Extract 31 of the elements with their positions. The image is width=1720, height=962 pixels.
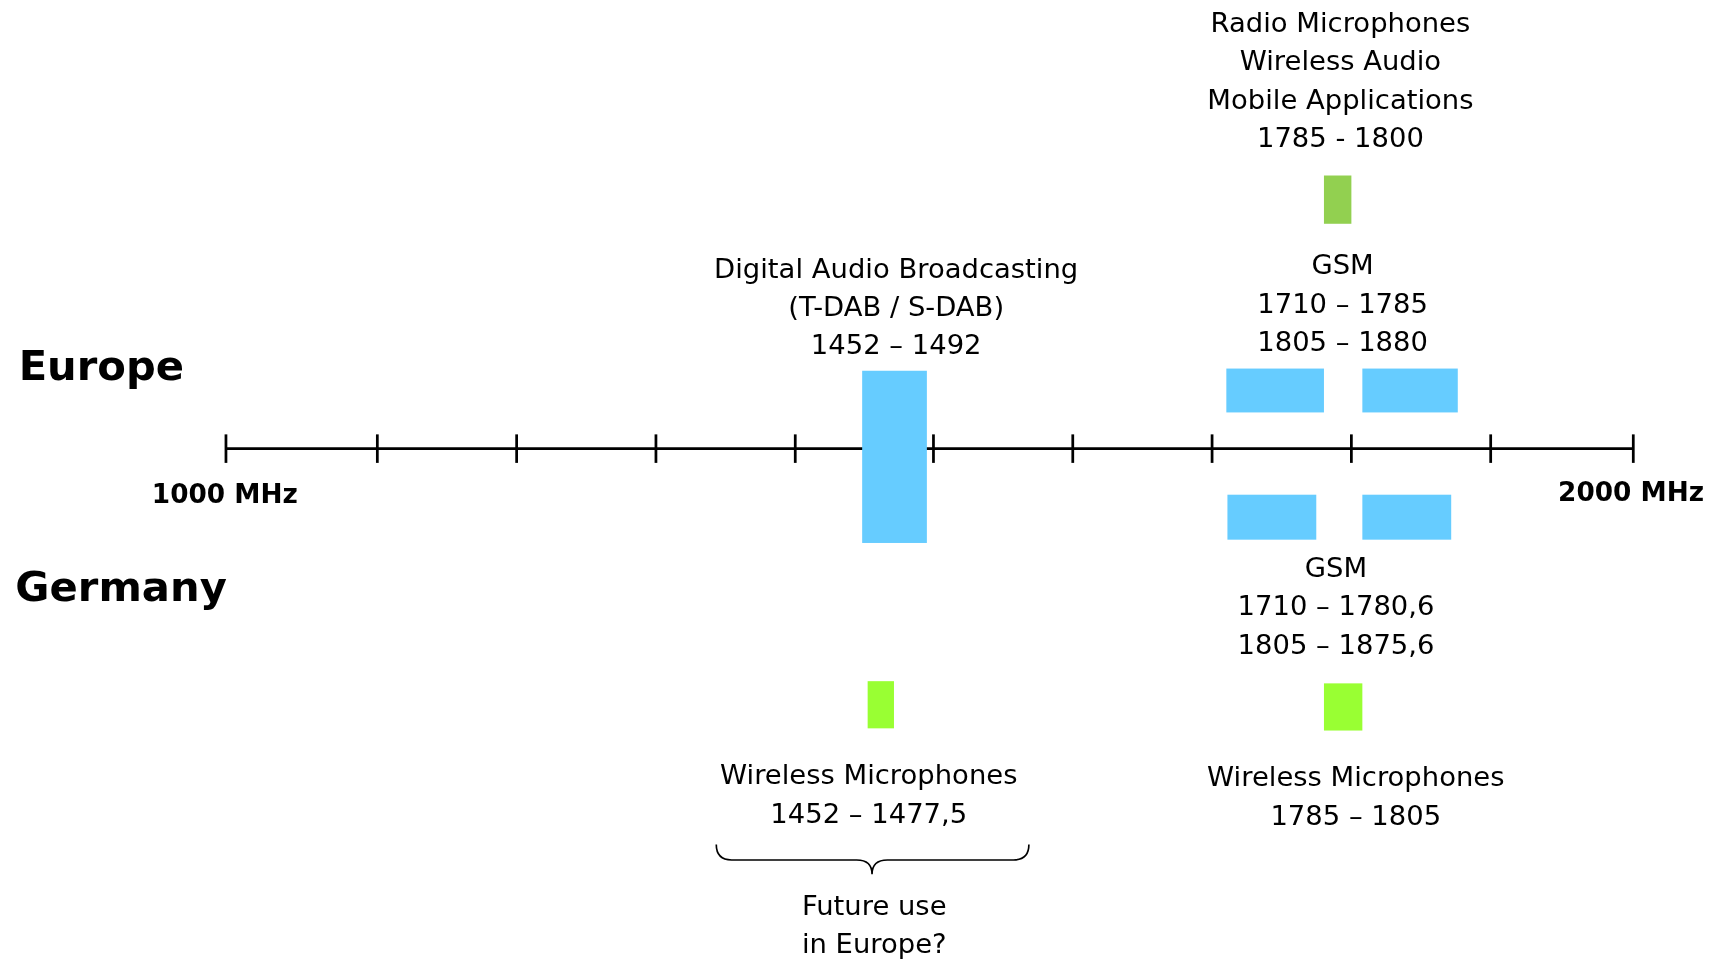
frequency-range: 1805 – 1875,6	[1237, 628, 1435, 662]
frequency-band-bar	[1323, 683, 1363, 731]
note: Future use	[801, 889, 947, 923]
frequency-band-bar	[1362, 368, 1458, 413]
axis-label: 1000 MHz	[151, 478, 298, 512]
region-label: Germany	[15, 562, 227, 611]
region-label: Europe	[18, 341, 185, 390]
frequency-band-bar	[1227, 494, 1317, 540]
frequency-band-bar	[1362, 494, 1452, 540]
frequency-range: 1785 - 1800	[1256, 121, 1424, 155]
frequency-band-bar	[862, 370, 927, 543]
band-label: Wireless Microphones	[720, 759, 1018, 792]
frequency-band-bar	[1226, 368, 1324, 413]
frequency-range: 1710 – 1780,6	[1237, 590, 1435, 624]
frequency-range: 1452 – 1477,5	[770, 797, 968, 831]
band-label: Wireless Microphones	[1207, 761, 1505, 795]
frequency-range: 1785 – 1805	[1270, 799, 1442, 833]
band-label: (T-DAB / S-DAB)	[788, 290, 1005, 324]
band-label: Mobile Applications	[1207, 83, 1474, 117]
frequency-range: 1710 – 1785	[1257, 287, 1428, 321]
band-label: Wireless Audio	[1239, 44, 1442, 78]
frequency-range: 1805 – 1880	[1257, 325, 1428, 359]
axis-label: 2000 MHz	[1558, 476, 1705, 509]
band-label: GSM	[1304, 551, 1368, 585]
frequency-band-bar	[1323, 175, 1352, 224]
band-label: Radio Microphones	[1210, 6, 1471, 40]
band-label: Digital Audio Broadcasting	[714, 252, 1079, 286]
frequency-range: 1452 – 1492	[810, 329, 982, 362]
frequency-band-bar	[867, 681, 894, 729]
note: in Europe?	[801, 928, 947, 961]
band-label: GSM	[1311, 249, 1374, 282]
